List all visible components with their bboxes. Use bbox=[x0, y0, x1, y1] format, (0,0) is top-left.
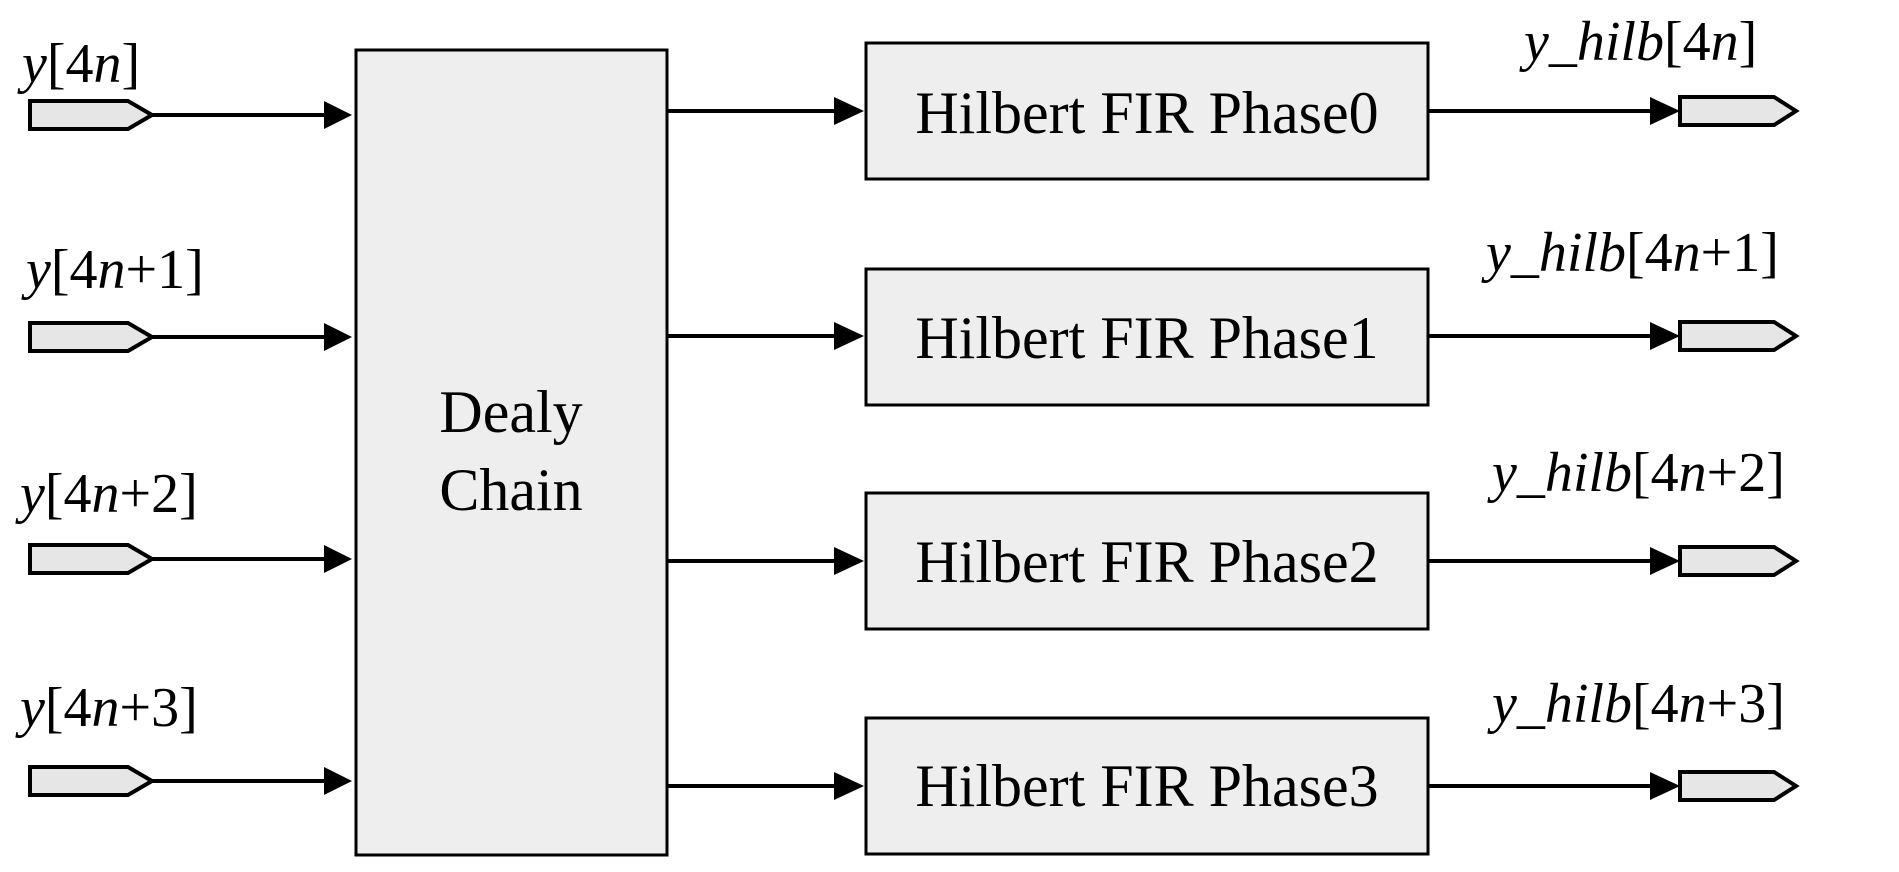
input-label-1: y[4n+1] bbox=[21, 239, 204, 301]
tap-arrowhead-2 bbox=[834, 547, 864, 575]
input-label-2: y[4n+2] bbox=[15, 463, 198, 525]
filter-label-phase3: Hilbert FIR Phase3 bbox=[915, 753, 1378, 819]
output-label-2: y_hilb[4n+2] bbox=[1487, 442, 1785, 504]
input-port-0 bbox=[28, 99, 156, 131]
output-port-3 bbox=[1678, 770, 1800, 802]
input-label-0: y[4n] bbox=[17, 33, 140, 95]
output-port-0 bbox=[1678, 95, 1800, 127]
input-arrowhead-1 bbox=[324, 323, 352, 351]
tap-arrowhead-3 bbox=[834, 772, 864, 800]
output-arrowhead-1 bbox=[1650, 322, 1680, 350]
input-port-2 bbox=[28, 543, 156, 575]
filter-block-phase3 bbox=[864, 716, 1430, 856]
output-port-2 bbox=[1678, 545, 1800, 577]
tap-arrowhead-0 bbox=[834, 97, 864, 125]
filter-label-phase2: Hilbert FIR Phase2 bbox=[915, 529, 1378, 595]
output-label-1: y_hilb[4n+1] bbox=[1481, 222, 1779, 284]
output-arrowhead-0 bbox=[1650, 97, 1680, 125]
output-arrowhead-2 bbox=[1650, 547, 1680, 575]
output-label-3: y_hilb[4n+3] bbox=[1487, 673, 1785, 735]
tap-arrowhead-1 bbox=[834, 322, 864, 350]
input-arrowhead-2 bbox=[324, 545, 352, 573]
input-arrowhead-3 bbox=[324, 767, 352, 795]
output-port-1 bbox=[1678, 320, 1800, 352]
delay-chain-label-line2: Chain bbox=[439, 457, 582, 523]
input-arrowhead-0 bbox=[324, 101, 352, 129]
input-port-1 bbox=[28, 321, 156, 353]
filter-block-phase1 bbox=[864, 267, 1430, 407]
delay-chain-block bbox=[354, 48, 669, 857]
delay-chain-label-line1: Dealy bbox=[439, 379, 582, 445]
filter-block-phase0 bbox=[864, 41, 1430, 181]
input-label-3: y[4n+3] bbox=[15, 677, 198, 739]
filter-label-phase0: Hilbert FIR Phase0 bbox=[915, 80, 1378, 146]
output-label-0: y_hilb[4n] bbox=[1519, 11, 1757, 73]
filter-block-phase2 bbox=[864, 491, 1430, 631]
filter-label-phase1: Hilbert FIR Phase1 bbox=[915, 305, 1378, 371]
output-arrowhead-3 bbox=[1650, 772, 1680, 800]
input-port-3 bbox=[28, 765, 156, 797]
